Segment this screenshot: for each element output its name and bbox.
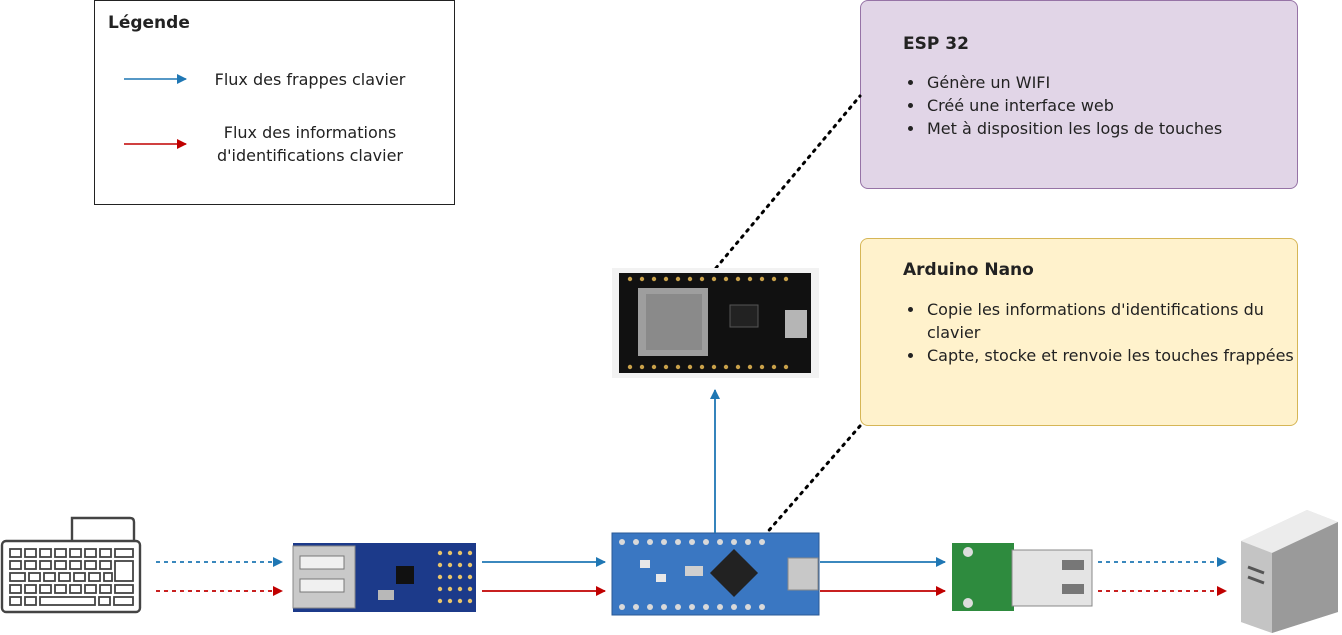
esp32-board: [612, 268, 819, 378]
arduino-nano-board: [611, 532, 820, 616]
usb-a-connector-board: [952, 543, 1093, 611]
arduino-info-box: Arduino Nano Copie les informations d'id…: [860, 238, 1298, 426]
usb-host-shield: [292, 543, 476, 612]
arduino-dotted-connector: [762, 424, 862, 538]
esp32-bullet: Met à disposition les logs de touches: [925, 117, 1222, 140]
legend-label-identification: Flux des informations d'identifications …: [217, 123, 403, 165]
esp32-bullet: Génère un WIFI: [925, 71, 1222, 94]
legend-title: Légende: [108, 13, 190, 33]
esp32-bullet: Créé une interface web: [925, 94, 1222, 117]
esp32-title: ESP 32: [903, 34, 969, 54]
esp32-dotted-connector: [714, 94, 862, 270]
arduino-title: Arduino Nano: [903, 260, 1034, 280]
arduino-bullet: Copie les informations d'identifications…: [925, 298, 1295, 344]
arduino-bullet-list: Copie les informations d'identifications…: [903, 298, 1295, 367]
computer-tower-icon: [1241, 510, 1338, 633]
arduino-bullet: Capte, stocke et renvoie les touches fra…: [925, 344, 1295, 367]
esp32-bullet-list: Génère un WIFI Créé une interface web Me…: [903, 71, 1222, 140]
esp32-info-box: ESP 32 Génère un WIFI Créé une interface…: [860, 0, 1298, 189]
keyboard-icon: [0, 516, 142, 614]
legend-box: Légende Flux des frappes clavier Flux de…: [94, 0, 455, 205]
legend-label-keystrokes: Flux des frappes clavier: [214, 70, 406, 89]
